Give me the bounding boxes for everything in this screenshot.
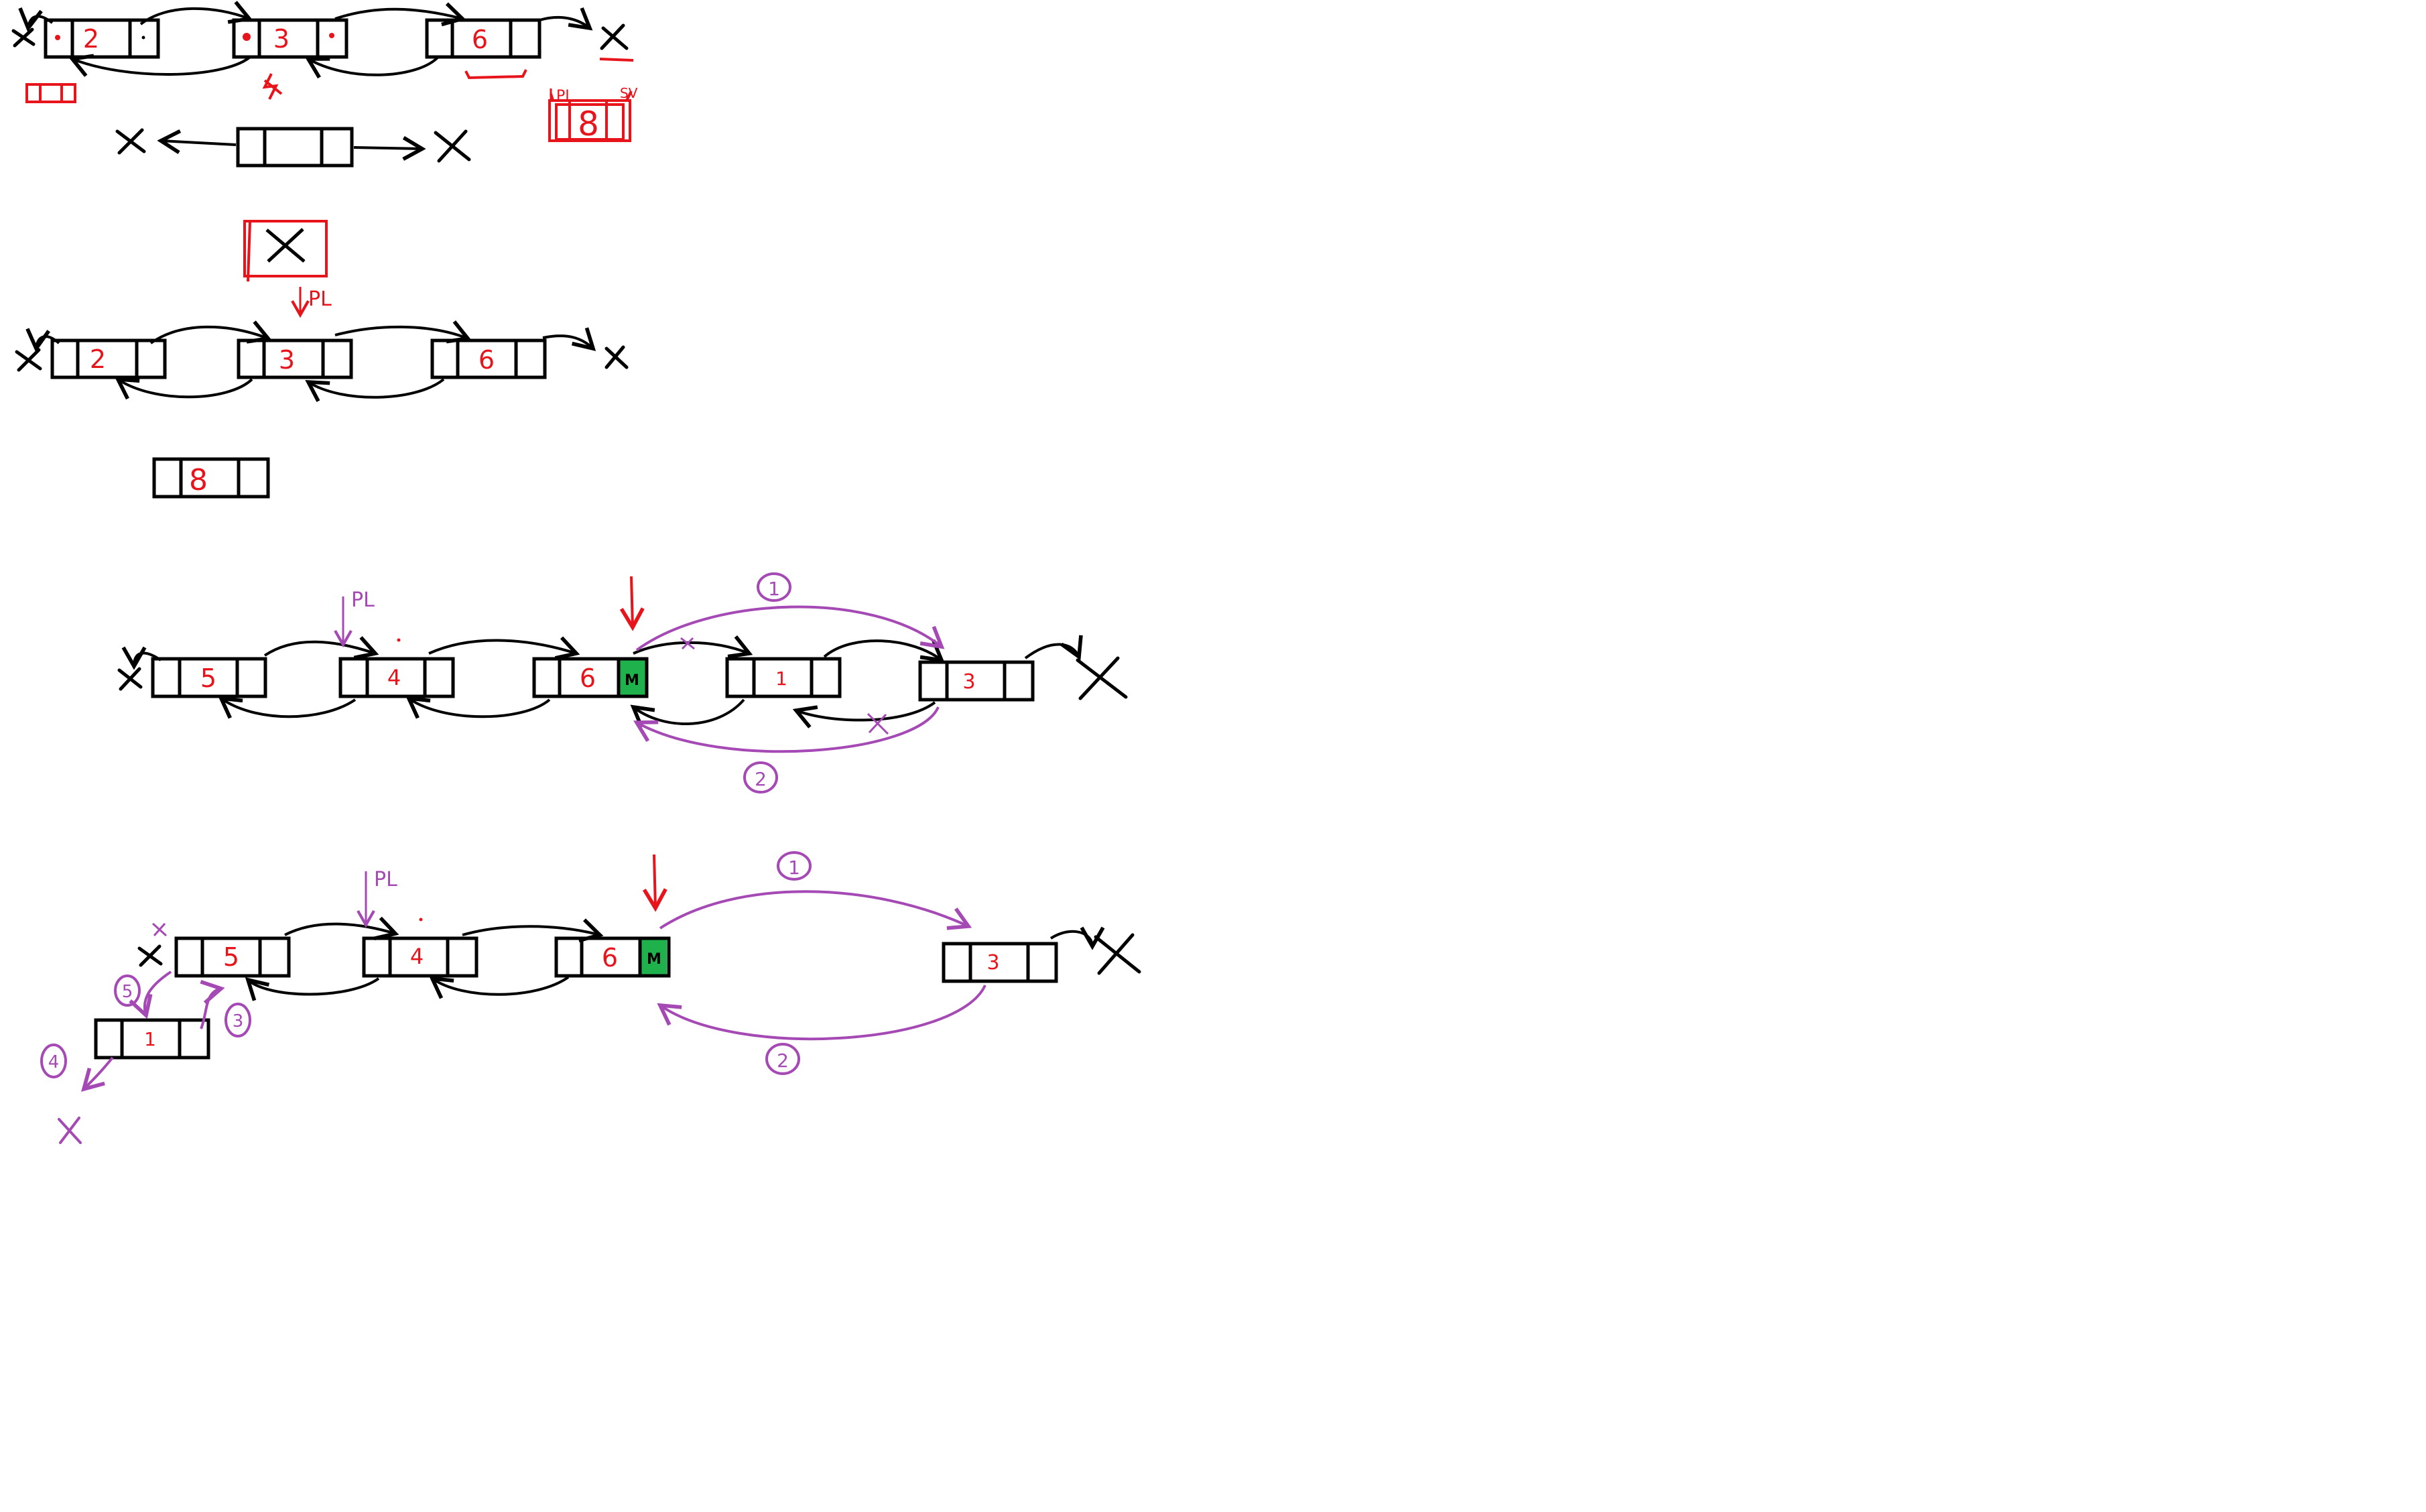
scene3-step-badge-1: 1 xyxy=(757,572,791,602)
null-icon xyxy=(15,348,42,372)
scene4-step-label: 3 xyxy=(233,1011,244,1031)
null-icon xyxy=(115,128,146,155)
scene2-pointer-label: PL xyxy=(308,288,332,311)
scene4-step-badge-2: 2 xyxy=(765,1043,800,1075)
null-icon xyxy=(604,345,629,369)
null-icon xyxy=(434,129,471,163)
scene3-node-value: 1 xyxy=(775,668,787,690)
scene4-step-label: 1 xyxy=(788,857,800,879)
scene3-pointer-label: PL xyxy=(351,588,375,612)
scene4-moved-node-value: 1 xyxy=(144,1028,156,1050)
scene4-step-label: 2 xyxy=(777,1050,789,1072)
scene1-new-node-value: 8 xyxy=(578,105,599,143)
cut-mark-icon xyxy=(151,922,168,937)
scene-1: 2 3 6 xyxy=(11,1,638,168)
scene3-step-badge-2: 2 xyxy=(743,761,778,794)
scene3-node-1: 1 xyxy=(725,657,842,698)
scene1-node-3: 3 xyxy=(232,18,348,59)
scene3-node-value: 3 xyxy=(962,670,975,694)
scene1-node-value: 2 xyxy=(83,24,99,54)
scene4-moved-node-1: 1 xyxy=(94,1018,210,1060)
scene3-marker-label: M xyxy=(625,672,639,689)
scene1-lone-node xyxy=(236,127,354,168)
scene3-node-5: 5 xyxy=(151,657,267,698)
scene2-node-3: 3 xyxy=(237,338,353,379)
scene3-step-label: 1 xyxy=(768,578,780,600)
null-icon xyxy=(11,27,36,48)
scene3-node-value: 4 xyxy=(387,665,401,690)
scene1-node-6: 6 xyxy=(425,18,541,59)
null-icon xyxy=(117,667,143,691)
scene4-step-badge-4: 4 xyxy=(40,1044,67,1078)
scene4-node-4: 4 xyxy=(362,936,478,978)
scene1-node-2: 2 xyxy=(44,18,160,59)
scene2-new-node-8: 8 xyxy=(152,457,270,499)
scene4-step-badge-1: 1 xyxy=(777,851,812,881)
scene4-marker-label: M xyxy=(647,951,661,968)
scene1-node-value: 6 xyxy=(472,25,488,54)
scene1-saved-label: SV xyxy=(620,85,638,101)
scene2-node-value: 3 xyxy=(279,345,295,375)
scene2-node-value: 6 xyxy=(478,345,495,375)
scene4-step-badge-5: 5 xyxy=(114,974,141,1007)
scene1-node-value: 3 xyxy=(273,24,290,54)
scene4-node-value: 5 xyxy=(223,942,239,972)
cut-mark-icon xyxy=(680,637,695,650)
scene2-node-2: 2 xyxy=(50,338,167,379)
null-icon xyxy=(600,23,629,50)
scene1-small-node xyxy=(25,83,76,103)
scene-2: PL 2 3 6 xyxy=(15,220,629,499)
scene4-node-value: 6 xyxy=(602,943,618,972)
scene3-node-value: 6 xyxy=(580,664,596,693)
scene4-node-6: 6 M xyxy=(554,936,671,978)
scene4-step-label: 4 xyxy=(48,1052,60,1072)
scene-3: 5 4 6 M 1 3 xyxy=(117,572,1128,794)
scene4-node-3: 3 xyxy=(942,942,1058,983)
null-icon xyxy=(58,1117,82,1144)
scene2-node-value: 2 xyxy=(90,344,106,374)
scene4-step-label: 5 xyxy=(122,982,133,1002)
scene3-node-3: 3 xyxy=(918,660,1035,702)
scene3-step-label: 2 xyxy=(755,768,767,790)
scene4-node-5: 5 xyxy=(174,936,291,978)
scene3-node-value: 5 xyxy=(200,664,216,693)
cut-mark-icon xyxy=(867,712,889,735)
null-icon xyxy=(1094,933,1141,975)
scene3-node-6: 6 M xyxy=(532,657,649,698)
scene3-node-4: 4 xyxy=(338,657,455,698)
scene1-pointer-label: PL xyxy=(556,88,574,105)
null-icon xyxy=(137,944,163,967)
scene4-node-value: 4 xyxy=(410,944,424,969)
scene4-step-badge-3: 3 xyxy=(225,1003,251,1037)
scene2-new-node-value: 8 xyxy=(189,463,208,497)
scene-4: 5 4 6 M 3 1 xyxy=(40,851,1141,1144)
scene2-deleted-node xyxy=(243,220,328,282)
scene4-node-value: 3 xyxy=(986,951,999,974)
scene2-node-6: 6 xyxy=(430,338,547,379)
scene4-pointer-label: PL xyxy=(374,868,397,891)
null-icon xyxy=(1076,656,1128,700)
